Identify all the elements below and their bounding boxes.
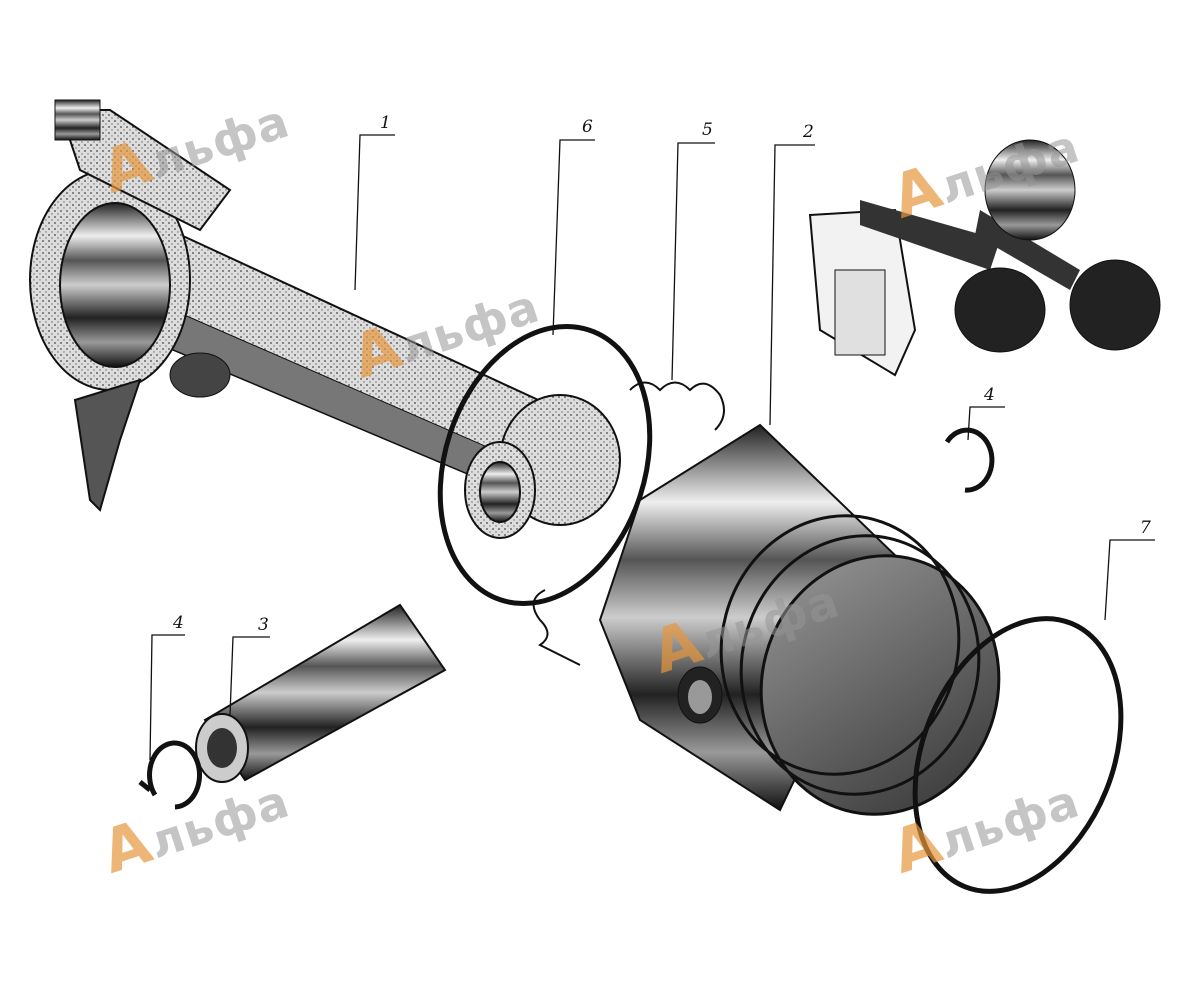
callout-1: 1 xyxy=(380,113,391,133)
callout-4-right: 4 xyxy=(984,385,995,405)
compressor-inset xyxy=(808,139,1161,377)
piston-pin xyxy=(195,603,447,783)
ring-expander xyxy=(532,381,725,666)
callout-4-left: 4 xyxy=(173,613,184,633)
callout-2: 2 xyxy=(803,122,814,142)
circlip-left xyxy=(138,740,202,810)
connecting-rod xyxy=(29,99,621,539)
callout-5: 5 xyxy=(702,120,713,140)
leader-lines xyxy=(149,134,1155,761)
oil-ring xyxy=(437,323,653,607)
callout-7: 7 xyxy=(1140,518,1151,538)
piston xyxy=(598,423,1001,816)
callout-3: 3 xyxy=(258,615,269,635)
callout-6: 6 xyxy=(582,117,593,137)
circlip-right xyxy=(944,427,995,493)
compression-ring xyxy=(912,616,1124,894)
